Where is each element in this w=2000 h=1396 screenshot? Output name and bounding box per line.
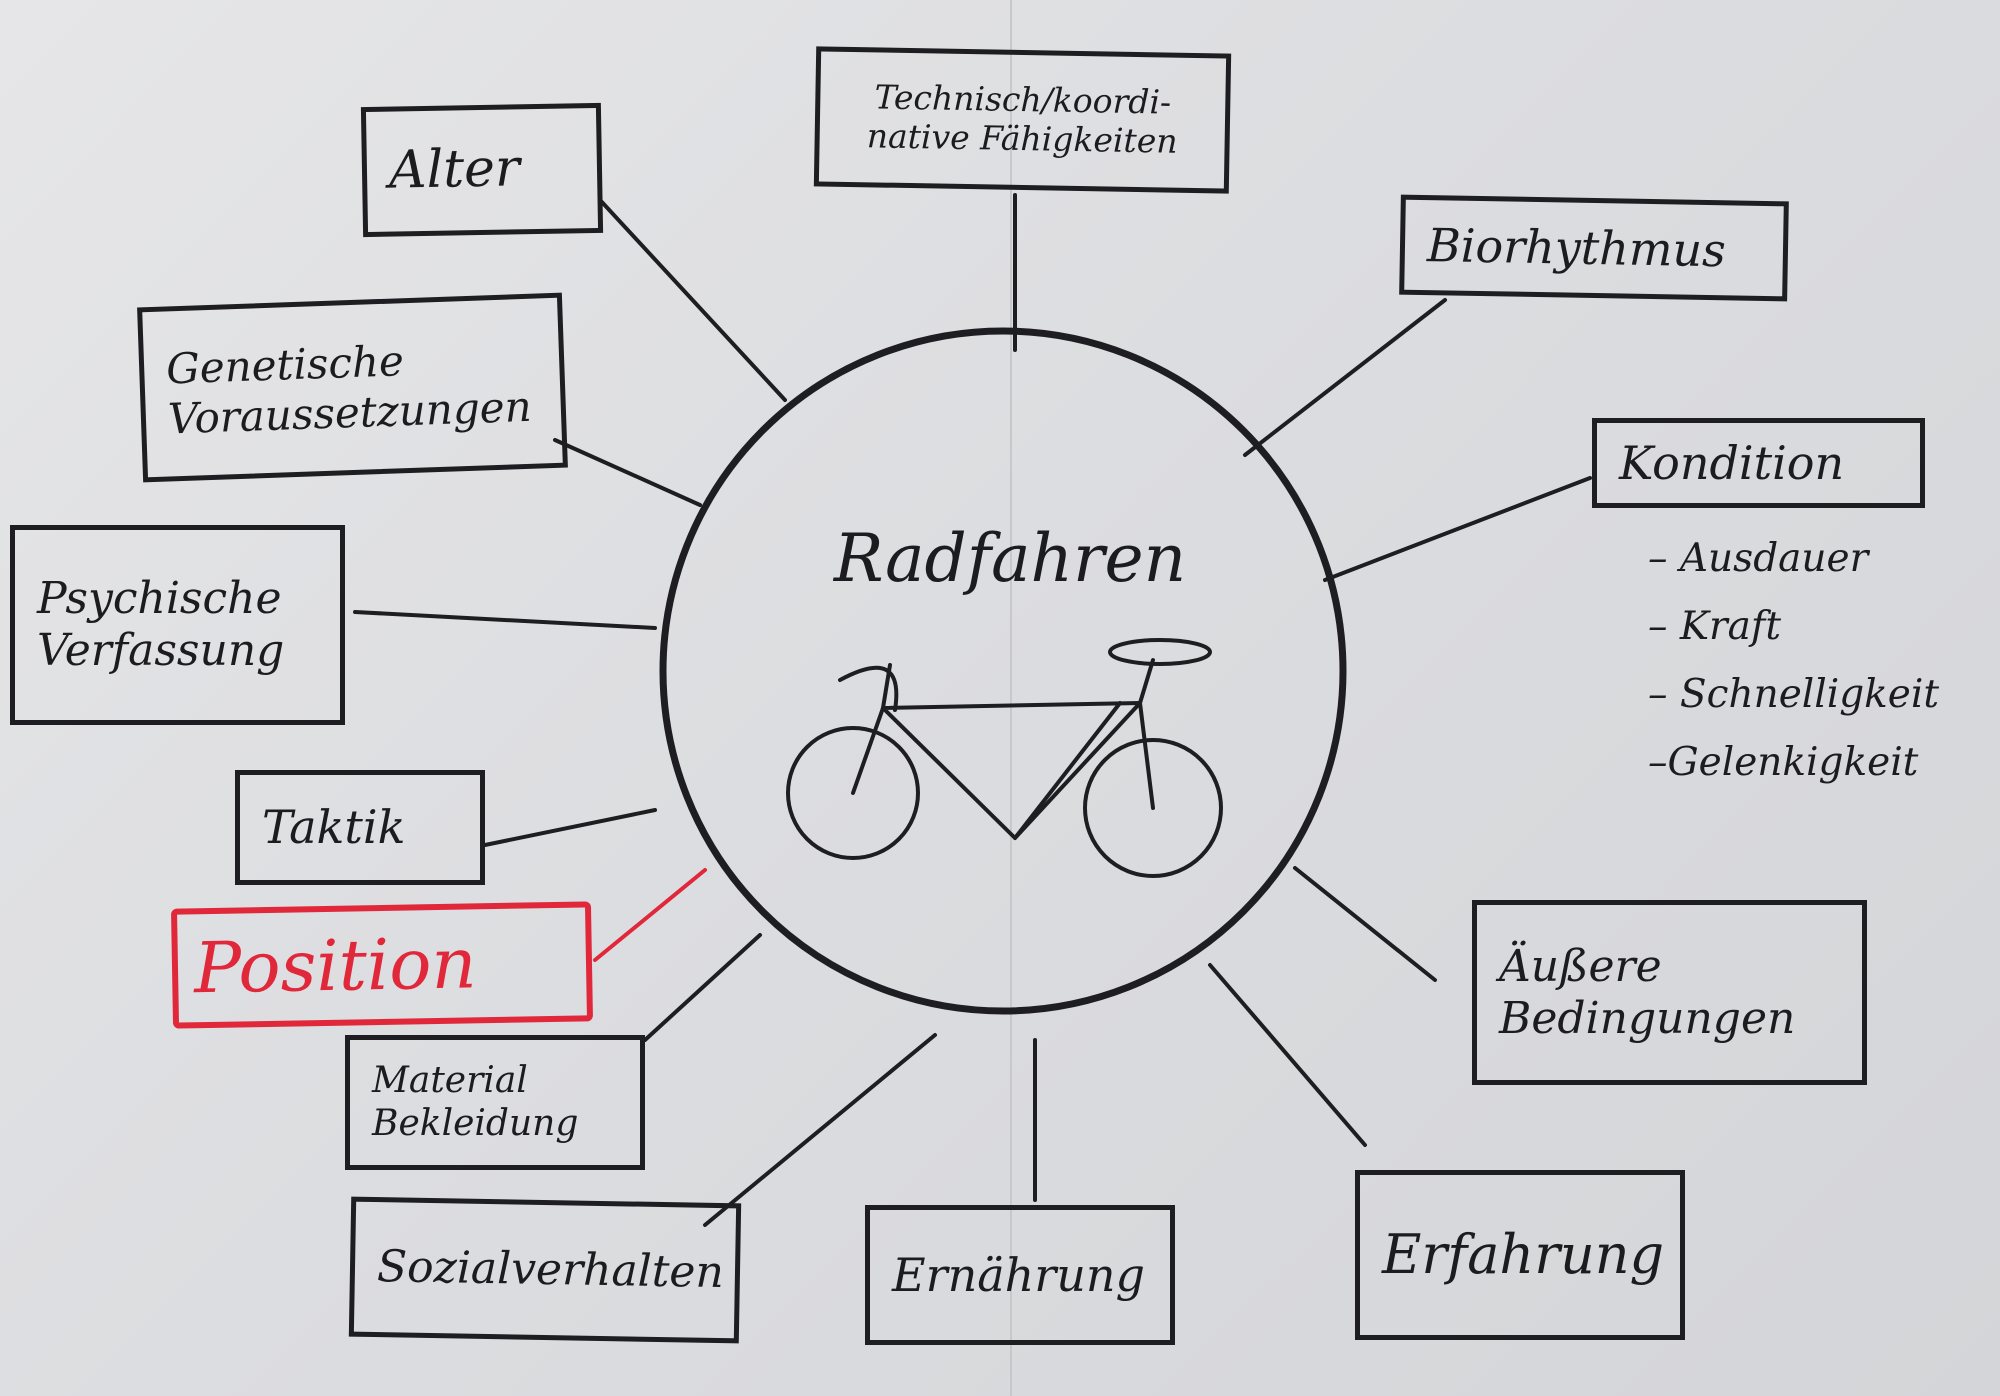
factor-sozial: Sozialverhalten <box>348 1196 742 1344</box>
connector-biorhythmus <box>1243 298 1447 457</box>
kondition-item: – Schnelligkeit <box>1648 672 1940 717</box>
connector-aeussere <box>1293 866 1437 982</box>
connector-material <box>643 933 762 1042</box>
factor-sozial-label: Sozialverhalten <box>376 1241 725 1299</box>
factor-ernaehrung: Ernährung <box>865 1205 1175 1345</box>
kondition-item: – Ausdauer <box>1648 536 1869 581</box>
factor-erfahrung-label: Erfahrung <box>1382 1223 1665 1287</box>
factor-material: Material Bekleidung <box>345 1035 645 1170</box>
factor-aeussere-label: Äußere Bedingungen <box>1499 940 1796 1044</box>
factor-biorhythmus: Biorhythmus <box>1399 194 1789 302</box>
factor-technik-label: Technisch/koordi- native Fähigkeiten <box>866 77 1178 161</box>
connector-erfahrung <box>1208 963 1367 1147</box>
paper-fold <box>1010 0 1012 1396</box>
factor-position-label: Position <box>193 922 478 1009</box>
factor-genetik: Genetische Voraussetzungen <box>137 292 568 483</box>
connector-psyche <box>353 610 657 630</box>
connector-position <box>593 868 707 962</box>
kondition-item: – Kraft <box>1648 604 1782 649</box>
factor-biorhythmus-label: Biorhythmus <box>1426 217 1727 278</box>
factor-taktik-label: Taktik <box>262 800 406 855</box>
factor-psyche: Psychische Verfassung <box>10 525 345 725</box>
kondition-item: –Gelenkigkeit <box>1648 740 1919 785</box>
factor-kondition: Kondition <box>1592 418 1925 508</box>
hub-circle <box>659 327 1347 1015</box>
factor-alter-label: Alter <box>388 138 521 201</box>
connector-kondition <box>1323 476 1592 582</box>
connector-sozial <box>703 1033 937 1227</box>
hub-title: Radfahren <box>833 520 1187 597</box>
factor-erfahrung: Erfahrung <box>1355 1170 1685 1340</box>
factor-taktik: Taktik <box>235 770 485 885</box>
factor-ernaehrung-label: Ernährung <box>892 1247 1145 1302</box>
factor-position: Position <box>170 901 594 1029</box>
factor-technik: Technisch/koordi- native Fähigkeiten <box>813 46 1232 194</box>
factor-alter: Alter <box>360 102 604 238</box>
factor-psyche-label: Psychische Verfassung <box>37 573 285 676</box>
kondition-list: – Ausdauer – Kraft – Schnelligkeit –Gele… <box>1648 525 1939 797</box>
bicycle-icon <box>786 638 1223 878</box>
connector-taktik <box>483 808 657 847</box>
factor-material-label: Material Bekleidung <box>372 1060 579 1144</box>
factor-genetik-label: Genetische Voraussetzungen <box>165 336 533 443</box>
factor-kondition-label: Kondition <box>1619 435 1845 490</box>
factor-aeussere: Äußere Bedingungen <box>1472 900 1867 1085</box>
connector-alter <box>598 198 787 402</box>
connector-genetik <box>553 438 702 507</box>
